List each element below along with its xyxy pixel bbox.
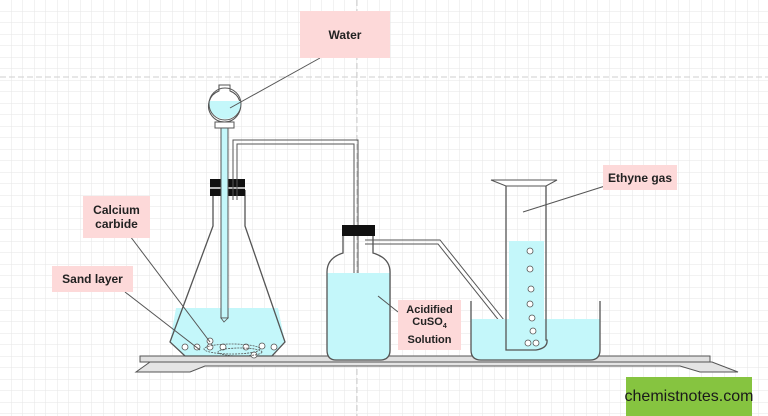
dropping-funnel — [208, 84, 242, 323]
stopcock — [214, 121, 235, 129]
calcium-carbide-label-line2: carbide — [95, 217, 138, 231]
gas-bubbles — [524, 247, 540, 347]
leader-lines — [124, 57, 606, 351]
bottle-stopper — [342, 225, 375, 236]
calcium-carbide-label: Calcium carbide — [83, 196, 150, 238]
water-label-text: Water — [328, 27, 362, 42]
watermark-text: chemistnotes.com — [624, 387, 754, 405]
acidified-cuso4-label: Acidified CuSO4 Solution — [398, 300, 461, 350]
outlet-tube — [365, 239, 525, 348]
bottle — [326, 225, 391, 361]
cuso-text: CuSO — [412, 316, 443, 329]
ethyne-gas-label-text: Ethyne gas — [607, 170, 673, 185]
gas-jar — [490, 179, 558, 351]
calcium-carbide-label-line1: Calcium — [93, 203, 140, 217]
subscript-4: 4 — [442, 323, 447, 331]
watermark-badge: chemistnotes.com — [624, 377, 754, 416]
acidified-label-line1: Acidified — [406, 304, 453, 317]
conical-flask — [169, 179, 286, 359]
ethyne-gas-label: Ethyne gas — [603, 165, 677, 190]
acidified-label-line2: CuSO4 — [412, 316, 446, 333]
carbide-lumps — [181, 337, 278, 359]
acidified-label-line3: Solution — [407, 333, 452, 346]
shelf — [134, 355, 739, 373]
sand-layer-label: Sand layer — [52, 266, 133, 292]
sand-layer-label-text: Sand layer — [62, 272, 123, 286]
water-label: Water — [300, 11, 390, 58]
